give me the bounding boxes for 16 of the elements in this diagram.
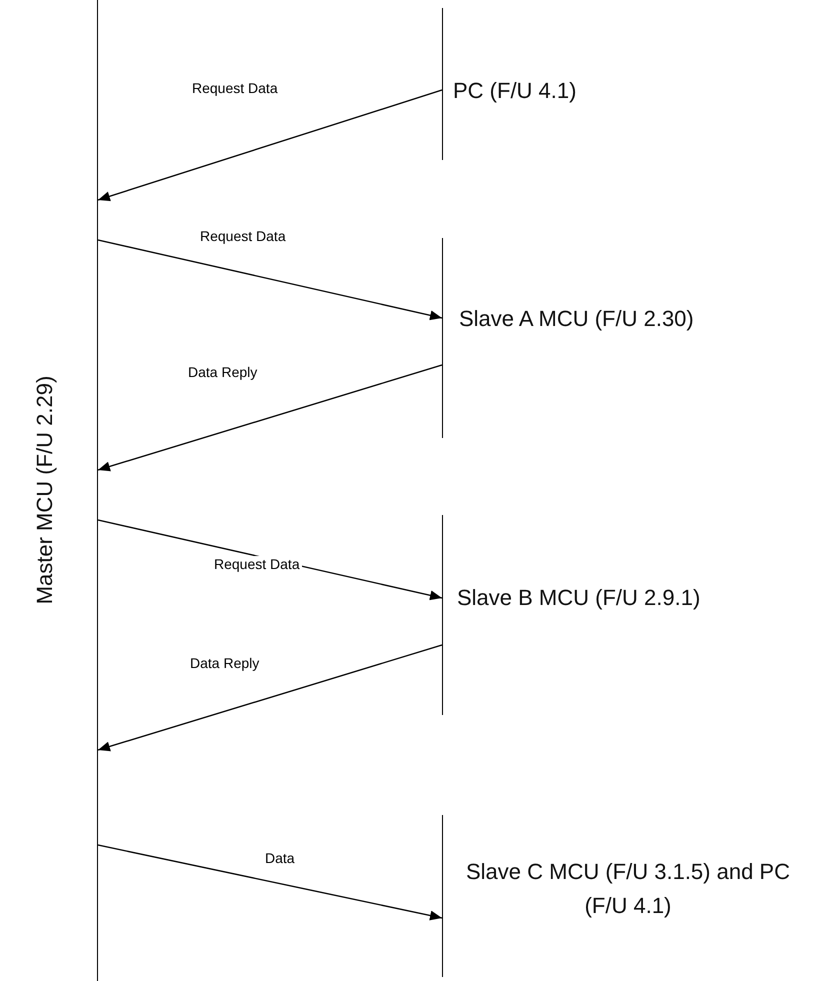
edge-label: Data Reply: [188, 655, 262, 671]
participant-label: Slave B MCU (F/U 2.9.1): [457, 585, 700, 611]
arrow: [98, 239, 442, 320]
arrow: [98, 844, 442, 920]
edge-label: Request Data: [198, 228, 288, 244]
arrow: [98, 644, 442, 752]
edge-label: Request Data: [212, 556, 302, 572]
edge-label: Request Data: [190, 80, 280, 96]
arrow: [98, 89, 442, 202]
arrow: [98, 364, 442, 472]
participant-label: Slave A MCU (F/U 2.30): [459, 306, 694, 332]
participant-label: Master MCU (F/U 2.29): [32, 376, 58, 604]
edge-label: Data: [263, 850, 297, 866]
edge-label: Data Reply: [186, 364, 260, 380]
participant-label: PC (F/U 4.1): [453, 78, 576, 104]
participant-label: Slave C MCU (F/U 3.1.5) and PC (F/U 4.1): [465, 858, 791, 920]
